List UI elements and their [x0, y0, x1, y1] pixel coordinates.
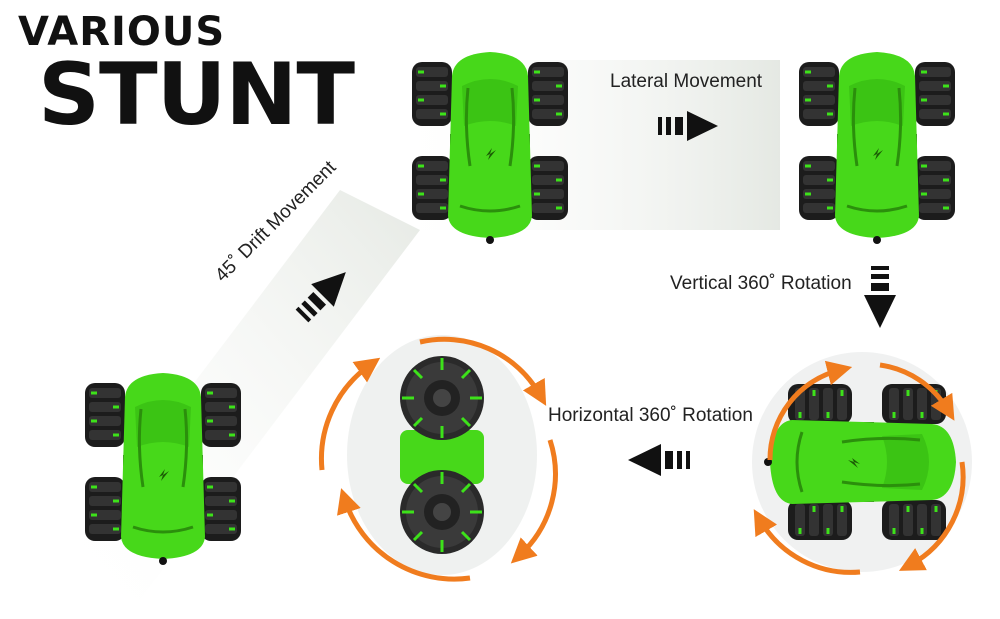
heading-stunt: STUNT [38, 45, 355, 145]
label-lateral-movement: Lateral Movement [610, 71, 763, 92]
direction-arrow-icon [295, 272, 346, 323]
label-vertical-rotation: Vertical 360˚ Rotation [670, 273, 852, 294]
direction-arrow-icon [628, 444, 690, 476]
rotation-arrow-icon [753, 360, 966, 575]
direction-arrow-icon [864, 266, 896, 328]
rotation-arrow-icon [318, 336, 558, 582]
label-horizontal-rotation: Horizontal 360˚ Rotation [548, 405, 753, 426]
direction-arrow-icon [658, 111, 718, 141]
car-horizontal-rotation [398, 354, 486, 556]
heading-various: VARIOUS [18, 9, 226, 55]
car-lateral-end [799, 52, 955, 244]
